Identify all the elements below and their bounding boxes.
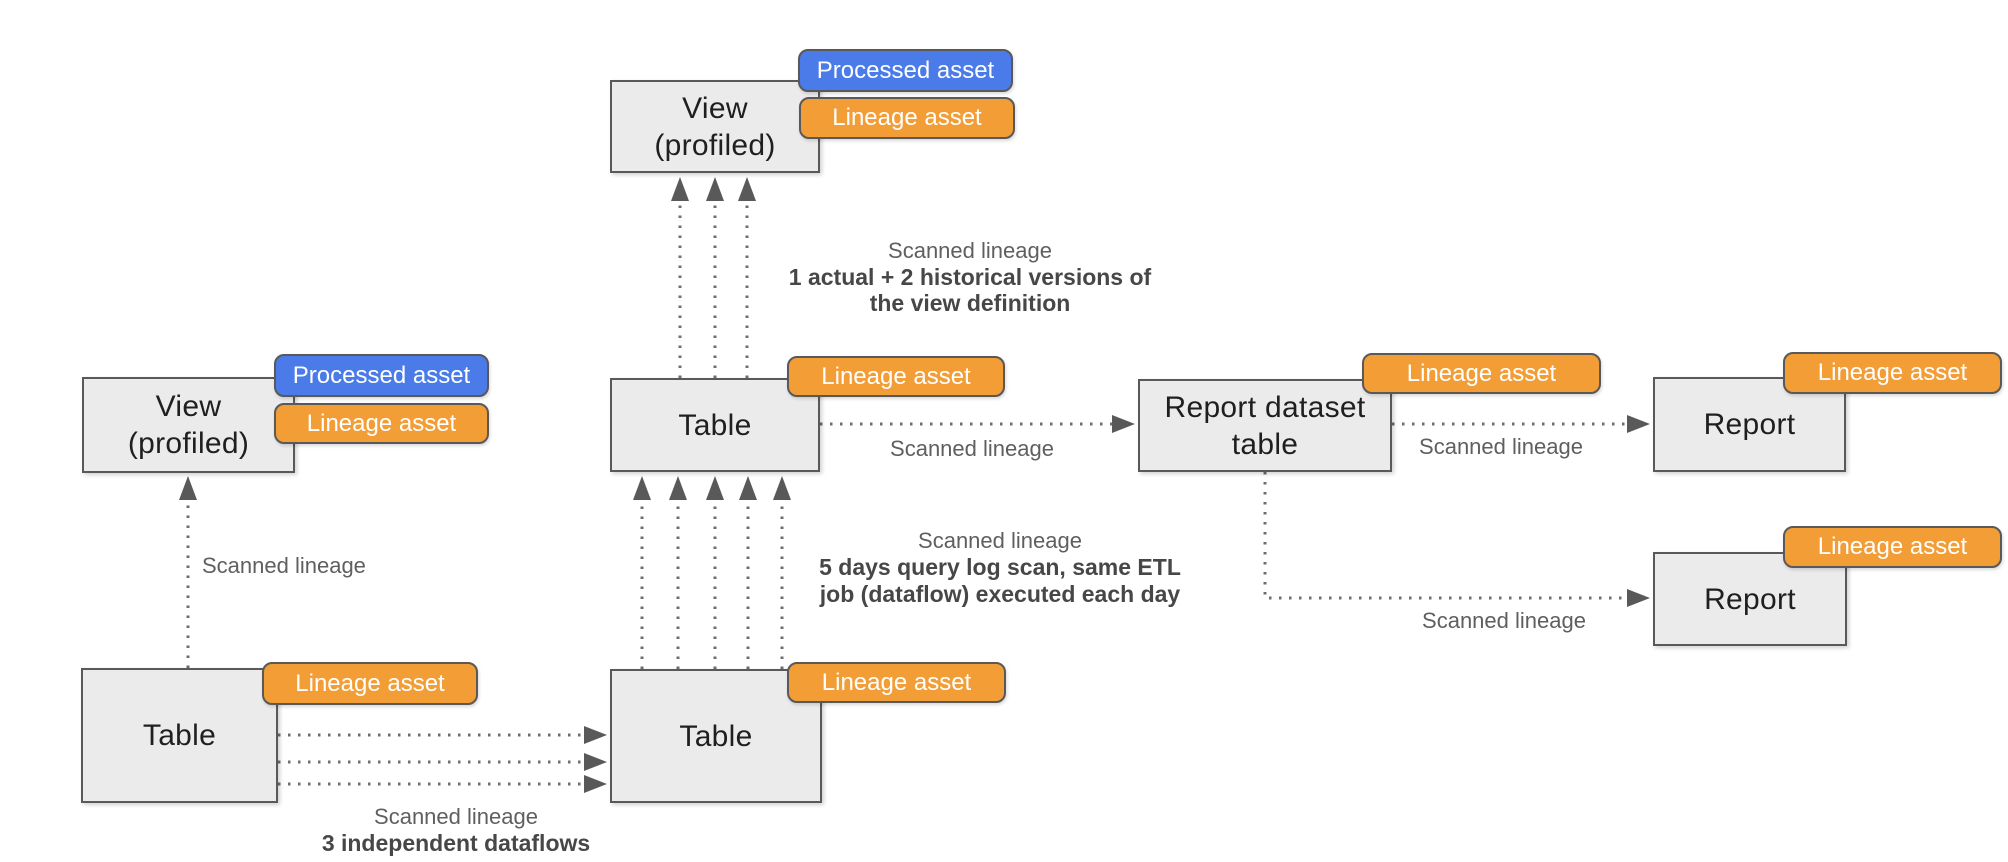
caption-title: Scanned lineage [374, 804, 538, 829]
node-table-bottom-center: Table [610, 669, 822, 803]
node-view-profiled-left: View (profiled) [82, 377, 295, 473]
caption-report-dataset-to-report: Scanned lineage [1391, 434, 1611, 460]
node-report-bottom: Report [1653, 552, 1847, 646]
connector-table-mid-to-report-dataset [820, 415, 1135, 433]
connector-report-dataset-to-report-top [1392, 415, 1650, 433]
connectors-table-left-to-table-bottom-center [278, 726, 607, 793]
badge-lineage-asset-table-bottom-left: Lineage asset [262, 662, 478, 705]
caption-table-to-view: Scanned lineage [202, 553, 392, 579]
caption-title: Scanned lineage [888, 238, 1052, 263]
caption-detail: 5 days query log scan, same ETL job (dat… [819, 554, 1181, 607]
caption-detail: 1 actual + 2 historical versions of the … [788, 264, 1152, 316]
connector-report-dataset-to-report-bottom [1263, 472, 1650, 607]
caption-title: Scanned lineage [202, 553, 366, 578]
caption-etl-job: Scanned lineage 5 days query log scan, s… [790, 528, 1210, 608]
caption-view-definition: Scanned lineage 1 actual + 2 historical … [760, 238, 1180, 316]
badge-processed-asset-view-left: Processed asset [274, 354, 489, 397]
caption-title: Scanned lineage [918, 528, 1082, 553]
badge-lineage-asset-view-left: Lineage asset [274, 403, 489, 444]
badge-lineage-asset-table-mid: Lineage asset [787, 356, 1005, 397]
caption-detail: 3 independent dataflows [321, 830, 591, 856]
caption-table-to-report-dataset: Scanned lineage [862, 436, 1082, 462]
node-label: Report dataset table [1164, 390, 1366, 461]
node-label: Table [678, 408, 752, 442]
connectors-table-mid-to-view-top [671, 177, 756, 378]
node-label: View (profiled) [654, 91, 776, 162]
node-label: Report [1703, 408, 1796, 441]
badge-lineage-asset-report-top: Lineage asset [1783, 352, 2002, 394]
badge-lineage-asset-report-dataset: Lineage asset [1362, 353, 1601, 394]
badge-lineage-asset-view-top: Lineage asset [799, 97, 1015, 139]
node-label: Report [1704, 582, 1796, 616]
node-view-profiled-top: View (profiled) [610, 80, 820, 173]
node-label: Table [142, 719, 217, 752]
caption-report-dataset-to-report-bottom: Scanned lineage [1394, 608, 1614, 634]
node-table-bottom-left: Table [81, 668, 278, 803]
badge-lineage-asset-report-bottom: Lineage asset [1783, 526, 2002, 568]
caption-title: Scanned lineage [1422, 608, 1586, 633]
badge-lineage-asset-table-bottom-center: Lineage asset [787, 662, 1006, 703]
node-table-mid: Table [610, 378, 820, 472]
caption-title: Scanned lineage [1419, 434, 1583, 459]
node-report-top: Report [1653, 377, 1846, 472]
node-label: View (profiled) [127, 390, 250, 460]
node-label: Table [679, 719, 753, 753]
badge-processed-asset-view-top: Processed asset [798, 49, 1013, 92]
connector-table-left-to-view-left [179, 476, 197, 668]
caption-independent-dataflows: Scanned lineage 3 independent dataflows [246, 804, 666, 857]
node-report-dataset-table: Report dataset table [1138, 379, 1392, 472]
caption-title: Scanned lineage [890, 436, 1054, 461]
connectors-table-bottom-to-table-mid [633, 476, 791, 669]
